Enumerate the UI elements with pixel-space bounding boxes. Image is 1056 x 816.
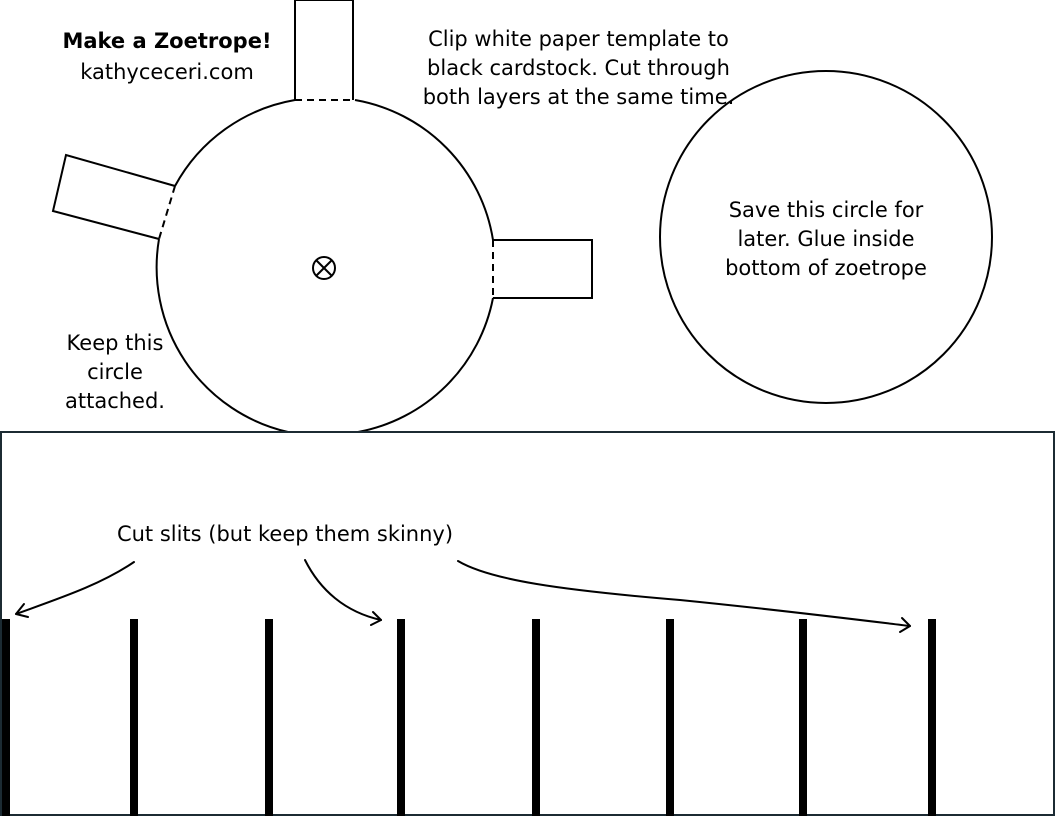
fold-line-left [158,185,176,240]
tabs [51,0,593,299]
slit [265,619,273,816]
center-mark-icon [312,256,336,280]
keep-circle-instruction: Keep this circle attached. [65,331,165,413]
template-title: Make a Zoetrope! [62,29,272,53]
slit-strip [0,431,1055,816]
slit [532,619,540,816]
arrow-icon [15,603,29,618]
slit [666,619,674,816]
website-label: kathyceceri.com [80,60,254,84]
save-circle-instruction: Save this circle for later. Glue inside … [725,198,927,280]
top-tab [294,0,354,100]
arrow-icon [370,611,382,626]
right-tab [493,239,593,299]
slit [2,619,10,816]
slits [2,619,936,816]
arrow-icon [457,560,911,627]
save-circle [659,70,993,404]
slit [928,619,936,816]
arrow-icon [15,561,135,615]
slit [799,619,807,816]
arrow-icon [304,559,382,621]
slit [130,619,138,816]
arrows [15,559,911,633]
arrow-icon [899,617,911,633]
clip-instruction: Clip white paper template to black cards… [422,27,735,109]
fold-lines [158,99,494,433]
base-circle-outline [155,99,494,433]
cut-slits-instruction: Cut slits (but keep them skinny) [116,522,454,546]
left-tab [51,153,176,240]
slit [397,619,405,816]
